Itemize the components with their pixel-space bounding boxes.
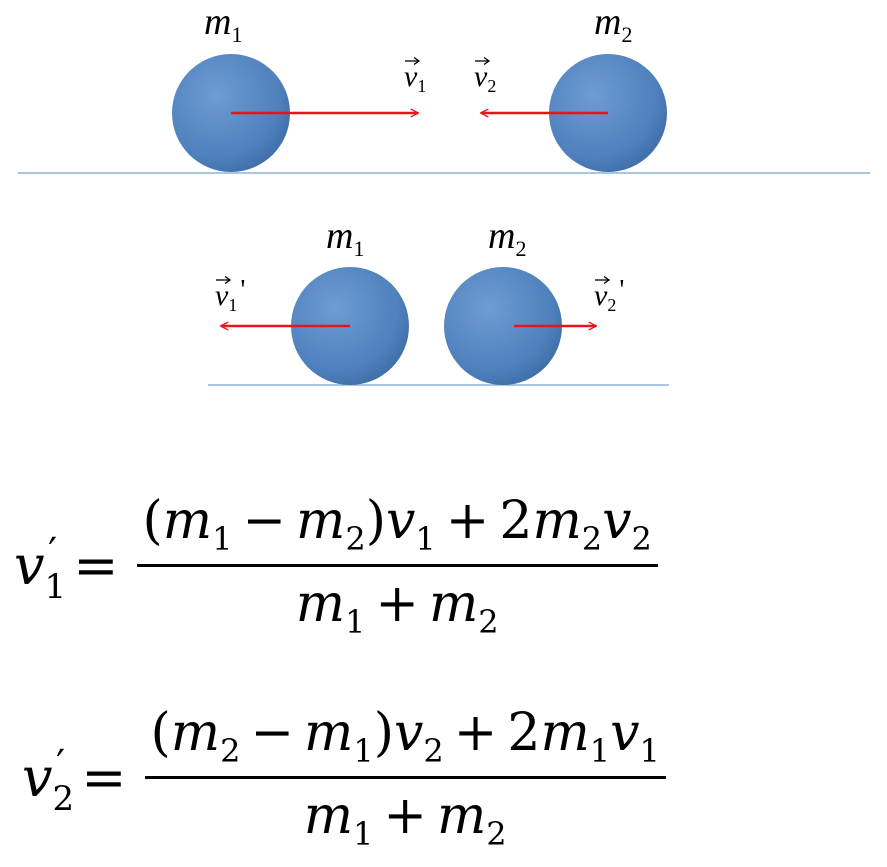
svg-text:v2': v2' (594, 275, 624, 315)
label-m1-before: m1 (204, 1, 242, 47)
vector-arrow-icon (216, 275, 232, 285)
fraction-bar (144, 776, 666, 779)
fraction-bar (136, 564, 658, 567)
label-v2-prime-after: v2' (594, 275, 624, 315)
svg-text:v1: v1 (404, 60, 426, 96)
label-v1-before: v1 (404, 56, 426, 96)
lhs-prime: ′ (56, 742, 66, 788)
label-v1-prime-after: v1' (215, 275, 245, 315)
svg-text:v1': v1' (215, 275, 245, 315)
vector-arrow-icon (475, 56, 491, 66)
svg-text:v2: v2 (474, 60, 496, 96)
label-m1-after: m1 (326, 215, 364, 261)
label-m2-before: m2 (594, 1, 632, 47)
lhs-prime: ′ (48, 530, 58, 576)
equals-sign: = (81, 746, 127, 809)
lhs-subscript: 2 (52, 779, 75, 819)
lhs-symbol: v (22, 746, 53, 809)
vector-arrow-icon (595, 275, 611, 285)
lhs-symbol: v (14, 534, 45, 597)
ball-m2-after (444, 267, 562, 385)
label-m2-after: m2 (488, 215, 526, 261)
before-collision-scene: m1 m2 v1 v2 (18, 1, 870, 174)
equals-sign: = (73, 534, 119, 597)
after-collision-scene: m1 m2 v1' v2' (208, 215, 669, 386)
lhs-subscript: 1 (44, 567, 67, 607)
label-v2-before: v2 (474, 56, 496, 96)
collision-diagram: m1 m2 v1 v2 m1 m2 (18, 1, 870, 386)
vector-arrow-icon (405, 56, 421, 66)
